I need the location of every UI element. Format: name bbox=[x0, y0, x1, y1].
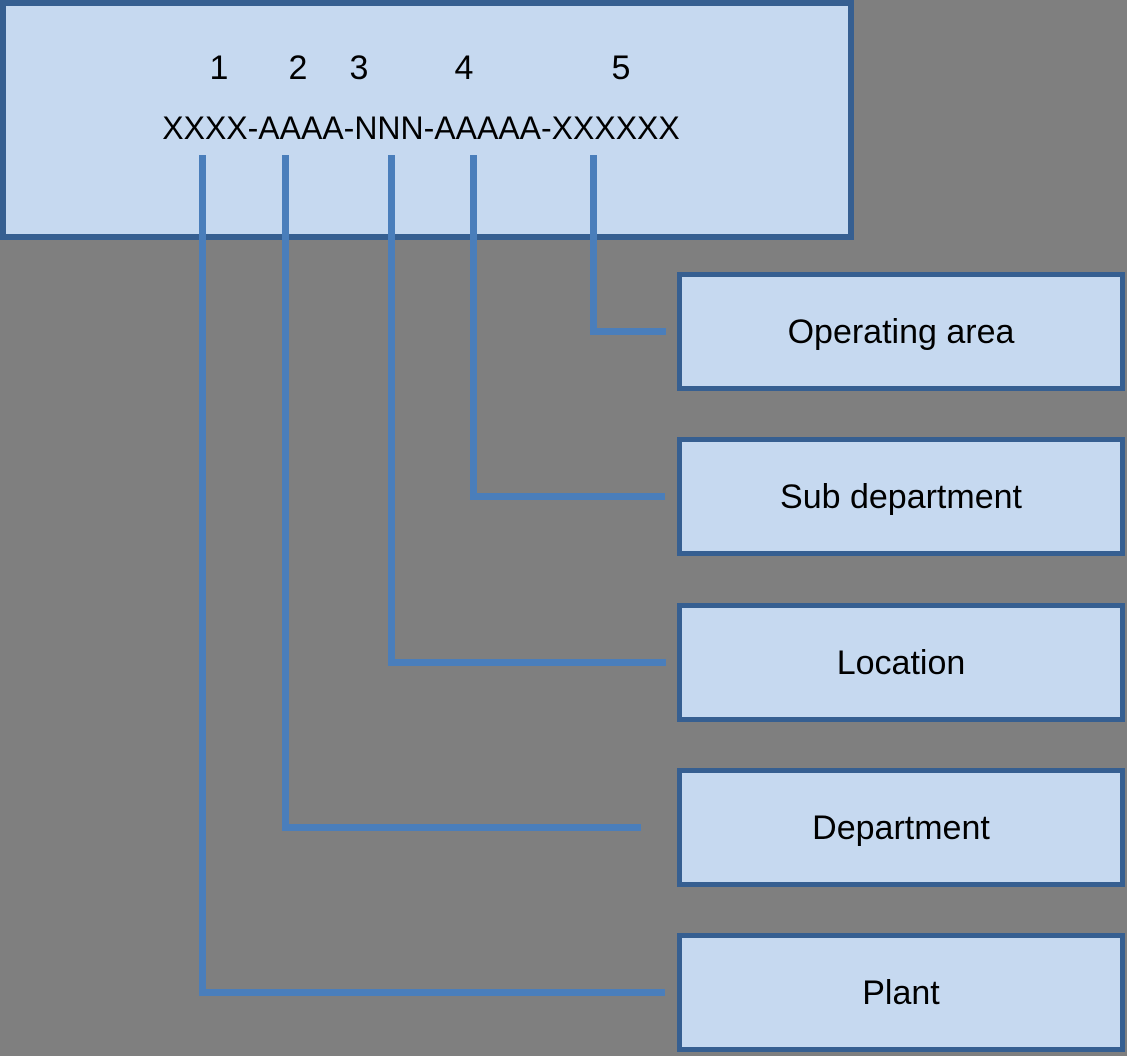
label-box-text: Operating area bbox=[787, 312, 1015, 351]
connector-plant-horizontal-segment bbox=[199, 989, 665, 996]
connector-department-horizontal-segment bbox=[282, 824, 641, 831]
connector-operating-area-vertical-segment bbox=[590, 155, 597, 335]
label-box-sub-department: Sub department bbox=[677, 437, 1125, 556]
label-box-plant: Plant bbox=[677, 933, 1125, 1052]
label-box-text: Department bbox=[812, 808, 990, 847]
connector-operating-area-horizontal-segment bbox=[590, 328, 666, 335]
label-box-text: Location bbox=[836, 643, 966, 682]
connector-department-vertical-segment bbox=[282, 155, 289, 831]
position-marker-3: 3 bbox=[349, 49, 369, 87]
connector-location-horizontal-segment bbox=[388, 659, 666, 666]
connector-sub-department-horizontal-segment bbox=[470, 493, 665, 500]
label-box-text: Plant bbox=[862, 973, 940, 1012]
code-format-box: 1 2 3 4 5 XXXX-AAAA-NNN-AAAAA-XXXXXX bbox=[0, 0, 854, 240]
label-box-department: Department bbox=[677, 768, 1125, 887]
position-marker-1: 1 bbox=[209, 49, 229, 87]
label-box-operating-area: Operating area bbox=[677, 272, 1125, 391]
position-marker-5: 5 bbox=[611, 49, 631, 87]
label-box-text: Sub department bbox=[780, 477, 1022, 516]
connector-plant-vertical-segment bbox=[199, 155, 206, 996]
connector-sub-department-vertical-segment bbox=[470, 155, 477, 500]
label-box-location: Location bbox=[677, 603, 1125, 722]
position-marker-2: 2 bbox=[288, 49, 308, 87]
position-marker-4: 4 bbox=[454, 49, 474, 87]
code-format-text: XXXX-AAAA-NNN-AAAAA-XXXXXX bbox=[162, 110, 680, 146]
connector-location-vertical-segment bbox=[388, 155, 395, 666]
